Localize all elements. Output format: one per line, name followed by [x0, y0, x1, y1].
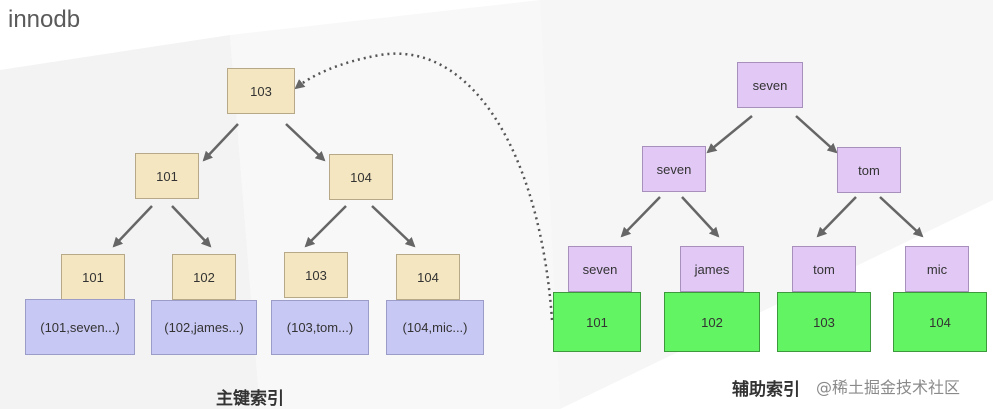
sec-leaf-key: tom: [792, 246, 856, 292]
watermark: @稀土掘金技术社区: [816, 378, 961, 397]
pk-row-data: (104,mic...): [386, 300, 484, 355]
sec-level2-node: tom: [837, 147, 901, 193]
secondary-index-caption: 辅助索引: [732, 380, 800, 400]
sec-leaf-key: james: [680, 246, 744, 292]
sec-row-pk: 102: [664, 292, 760, 352]
sec-row-pk: 101: [553, 292, 641, 352]
pk-level2-node: 104: [329, 154, 393, 200]
sec-row-pk: 103: [777, 292, 871, 352]
pk-leaf-key: 101: [61, 254, 125, 300]
sec-level2-node: seven: [642, 146, 706, 192]
pk-level2-node: 101: [135, 153, 199, 199]
pk-row-data: (103,tom...): [271, 300, 369, 355]
pk-root-node: 103: [227, 68, 295, 114]
pk-leaf-key: 104: [396, 254, 460, 300]
pk-leaf-key: 102: [172, 254, 236, 300]
pk-row-data: (101,seven...): [25, 299, 135, 355]
sec-leaf-key: mic: [905, 246, 969, 292]
page-title: innodb: [8, 6, 81, 33]
pk-leaf-key: 103: [284, 252, 348, 298]
primary-index-caption: 主键索引: [216, 389, 284, 409]
sec-leaf-key: seven: [568, 246, 632, 292]
sec-row-pk: 104: [893, 292, 987, 352]
pk-row-data: (102,james...): [151, 300, 257, 355]
sec-root-node: seven: [737, 62, 803, 108]
